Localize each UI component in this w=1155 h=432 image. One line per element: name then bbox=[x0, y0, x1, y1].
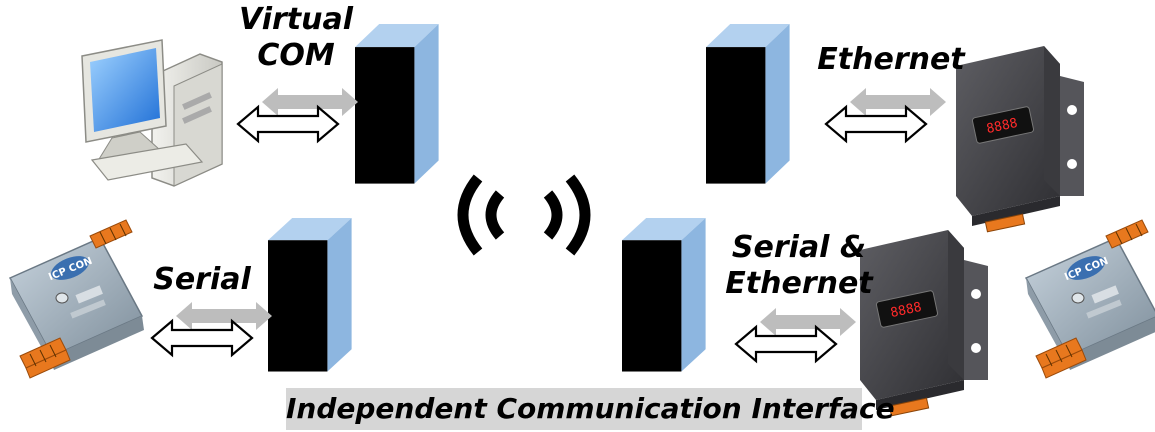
server-box-icon bbox=[706, 24, 790, 184]
server-box-icon bbox=[355, 24, 439, 184]
bidirectional-arrow-icon bbox=[236, 86, 360, 143]
panel-device-icon: 8888 bbox=[859, 229, 989, 417]
ethernet-label: Ethernet bbox=[817, 42, 965, 77]
serial-ethernet-label-line2: Ethernet bbox=[725, 266, 873, 301]
bidirectional-arrow-icon bbox=[150, 300, 274, 357]
display-digits: 8888 bbox=[985, 116, 1019, 137]
virtual-com-label-line2: COM bbox=[257, 38, 335, 73]
diagram-caption: Independent Communication Interface bbox=[286, 388, 895, 430]
io-module-icon: ICP CON bbox=[1025, 219, 1155, 379]
io-module-icon: ICP CON bbox=[9, 219, 145, 379]
panel-device-icon: 8888 bbox=[955, 45, 1085, 233]
serial-ethernet-label: Serial & Ethernet bbox=[724, 230, 874, 302]
display-digits: 8888 bbox=[889, 300, 923, 321]
virtual-com-label-line1: Virtual bbox=[239, 2, 353, 37]
virtual-com-label: Virtual COM bbox=[236, 2, 356, 74]
serial-ethernet-label-line1: Serial & bbox=[731, 230, 867, 265]
bidirectional-arrow-icon bbox=[734, 306, 858, 363]
serial-label: Serial bbox=[153, 262, 251, 297]
pc-icon bbox=[81, 39, 223, 187]
server-box-icon bbox=[268, 218, 352, 372]
server-box-icon bbox=[622, 218, 706, 372]
bidirectional-arrow-icon bbox=[824, 86, 948, 143]
wireless-signal-icon bbox=[457, 174, 591, 256]
